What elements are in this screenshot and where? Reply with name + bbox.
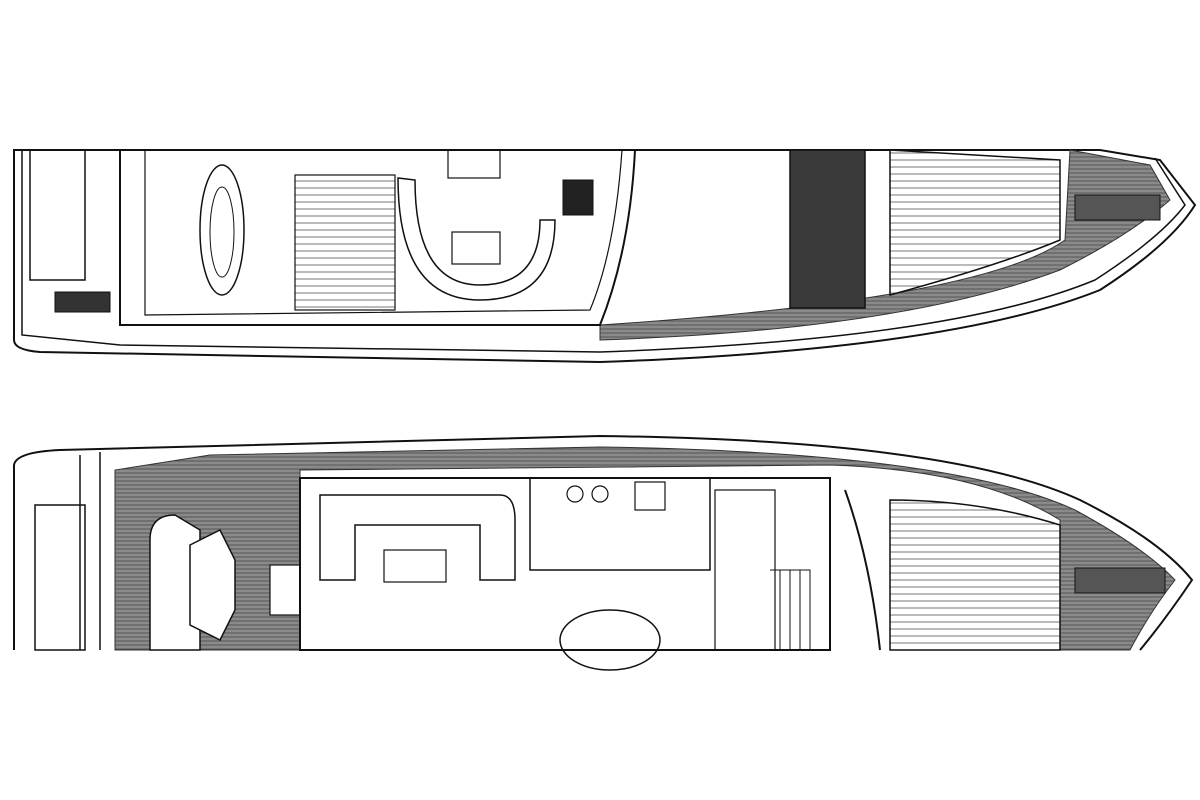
hull-outline <box>13 434 1194 651</box>
flybridge-table <box>451 231 501 265</box>
aft-grill <box>54 291 111 313</box>
flybridge-inner <box>144 149 623 316</box>
flybridge-outline <box>119 149 636 326</box>
side-deck <box>21 150 1186 353</box>
dining-table <box>559 609 661 671</box>
foredeck-sunpad <box>889 149 1061 296</box>
swim-platform <box>34 504 86 651</box>
aft-bulwark <box>79 452 101 650</box>
side-deck-wood <box>599 149 1171 341</box>
flybridge-deck-plan <box>13 149 1197 364</box>
stairs <box>770 569 811 650</box>
main-deck-plan <box>13 434 1194 671</box>
helm-seat <box>447 149 501 179</box>
hull-outline <box>13 149 1197 364</box>
windshield <box>844 489 881 651</box>
u-settee <box>397 177 556 301</box>
tender-inner <box>209 186 235 278</box>
windshield-dark <box>789 149 866 309</box>
aft-platform <box>29 149 86 281</box>
anchor-windlass <box>1074 194 1161 221</box>
galley <box>529 477 711 571</box>
sunpad <box>294 174 396 311</box>
hob-2 <box>591 485 609 503</box>
salon <box>299 477 831 651</box>
foredeck-sunpad <box>889 499 1061 651</box>
salon-sofa <box>319 494 516 581</box>
hob-1 <box>566 485 584 503</box>
helm-console <box>562 179 594 216</box>
tender <box>199 164 245 296</box>
anchor-windlass <box>1074 567 1166 594</box>
aft-table <box>189 528 236 642</box>
coffee-table <box>383 549 447 583</box>
sink <box>634 481 666 511</box>
